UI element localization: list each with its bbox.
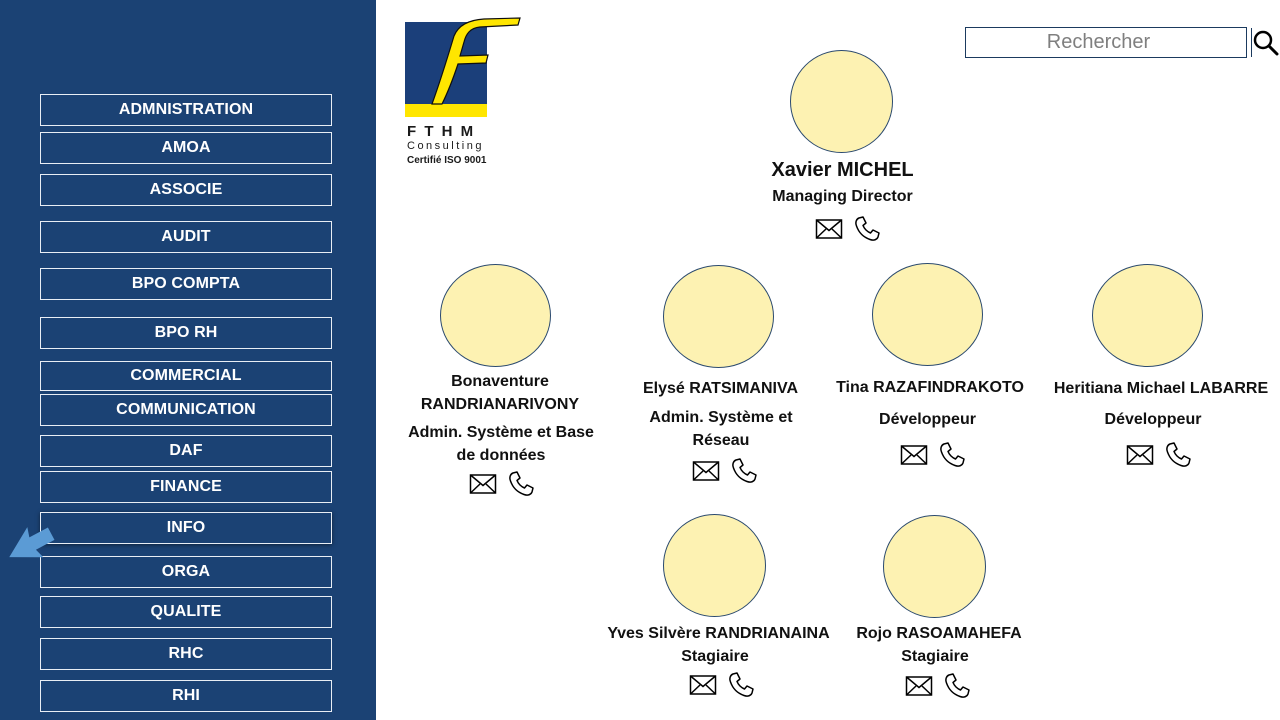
avatar [883,515,986,618]
contact-actions [815,215,881,243]
phone-button[interactable] [943,672,971,700]
active-pointer-arrow-icon [9,527,55,558]
email-button[interactable] [692,459,720,483]
dept-button-orga[interactable]: ORGA [40,556,332,588]
envelope-icon [1126,445,1154,465]
person-name: Tina RAZAFINDRAKOTO [836,379,1024,396]
contact-actions [900,441,966,469]
phone-button[interactable] [853,215,881,243]
logo-name: F T H M [407,123,476,140]
dept-button-associe[interactable]: ASSOCIE [40,174,332,206]
person-role: Admin. Système et Réseau [649,409,793,449]
avatar [1092,264,1203,367]
email-button[interactable] [815,217,843,241]
phone-button[interactable] [507,470,535,498]
avatar [872,263,983,366]
phone-icon [940,442,965,467]
department-sidebar: ADMNISTRATION AMOA ASSOCIE AUDIT BPO COM… [0,0,376,720]
dept-button-qualite[interactable]: QUALITE [40,596,332,628]
envelope-icon [469,474,497,494]
person-name: Bonaventure RANDRIANARIVONY [420,373,580,413]
avatar [440,264,551,367]
logo-subtitle: Consulting [407,140,484,152]
envelope-icon [900,445,928,465]
logo-certification: Certifié ISO 9001 [407,155,487,166]
avatar [790,50,893,153]
contact-actions [692,457,758,485]
dept-button-rhi[interactable]: RHI [40,680,332,712]
phone-icon [855,216,880,241]
search-input[interactable] [966,28,1251,57]
person-role: Développeur [1104,411,1202,428]
person-name: Xavier MICHEL [771,159,914,181]
email-button[interactable] [689,673,717,697]
phone-button[interactable] [727,671,755,699]
dept-button-communication[interactable]: COMMUNICATION [40,394,332,426]
person-name: Rojo RASOAMAHEFA [856,625,1022,642]
dept-button-bpo-rh[interactable]: BPO RH [40,317,332,349]
email-button[interactable] [1126,443,1154,467]
envelope-icon [692,461,720,481]
logo-mark-icon [405,17,521,117]
contact-actions [905,672,971,700]
contact-actions [469,470,535,498]
person-name: Yves Silvère RANDRIANAINA [607,625,830,642]
email-button[interactable] [900,443,928,467]
person-role: Admin. Système et Base de données [408,424,594,464]
dept-button-finance[interactable]: FINANCE [40,471,332,503]
dept-button-rhc[interactable]: RHC [40,638,332,670]
phone-button[interactable] [730,457,758,485]
phone-icon [945,673,970,698]
dept-button-daf[interactable]: DAF [40,435,332,467]
person-role: Développeur [879,411,976,428]
email-button[interactable] [469,472,497,496]
dept-button-info[interactable]: INFO [40,512,332,544]
dept-button-commercial[interactable]: COMMERCIAL [40,361,332,391]
dept-button-audit[interactable]: AUDIT [40,221,332,253]
phone-icon [729,672,754,697]
search-button[interactable] [1251,28,1280,57]
envelope-icon [689,675,717,695]
phone-icon [1166,442,1191,467]
person-role: Stagiaire [681,648,749,665]
person-role: Managing Director [772,188,913,205]
contact-actions [1126,441,1192,469]
search-icon [1253,30,1279,55]
company-logo: F T H M Consulting Certifié ISO 9001 [404,16,524,171]
contact-actions [689,671,755,699]
dept-button-administration[interactable]: ADMNISTRATION [40,94,332,126]
avatar [663,265,774,368]
phone-button[interactable] [938,441,966,469]
email-button[interactable] [905,674,933,698]
person-name: Heritiana Michael LABARRE [1053,380,1269,397]
person-role: Stagiaire [901,648,969,665]
phone-button[interactable] [1164,441,1192,469]
phone-icon [732,458,757,483]
envelope-icon [905,676,933,696]
envelope-icon [815,219,843,239]
phone-icon [509,471,534,496]
search-box [965,27,1279,58]
person-name: Elysé RATSIMANIVA [643,380,798,397]
dept-button-bpo-compta[interactable]: BPO COMPTA [40,268,332,300]
dept-button-amoa[interactable]: AMOA [40,132,332,164]
avatar [663,514,766,617]
